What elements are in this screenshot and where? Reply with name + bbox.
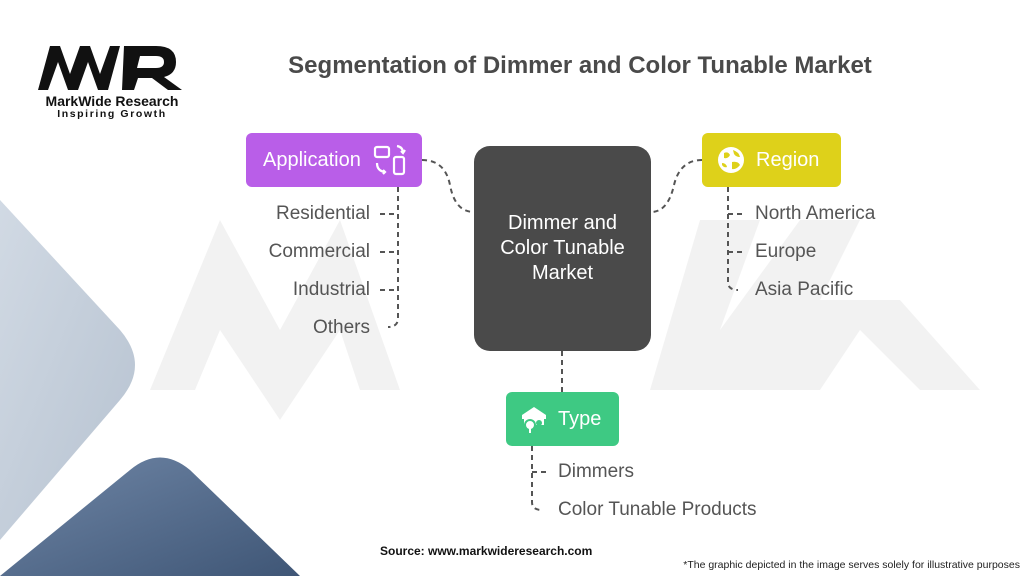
region-item-1: North America [755, 203, 876, 224]
segment-type-label: Type [558, 407, 602, 430]
markwide-logo [38, 46, 182, 90]
application-item-2: Commercial [268, 241, 370, 262]
connector-application-items [387, 187, 399, 328]
bg-shape-light [0, 200, 135, 540]
connector-region-items [727, 187, 739, 291]
segment-application-label: Application [263, 148, 361, 171]
bg-shape-dark [0, 457, 300, 576]
segment-region: Region [702, 133, 841, 187]
type-item-1: Dimmers [558, 461, 634, 482]
house-tree-icon [518, 403, 550, 435]
center-node: Dimmer and Color Tunable Market [474, 146, 651, 351]
page-title: Segmentation of Dimmer and Color Tunable… [288, 52, 872, 79]
application-item-1: Residential [276, 203, 370, 224]
globe-icon [716, 145, 746, 175]
segment-region-label: Region [756, 148, 820, 171]
application-item-4: Others [312, 317, 370, 338]
disclaimer-text: *The graphic depicted in the image serve… [683, 559, 1020, 571]
segment-application: Application [246, 133, 422, 187]
source-text: Source: www.markwideresearch.com [380, 544, 593, 558]
center-label: Dimmer and Color Tunable Market [500, 212, 625, 284]
type-item-2: Color Tunable Products [558, 499, 757, 520]
region-item-2: Europe [755, 241, 817, 262]
connector-region [650, 159, 703, 213]
connector-application [421, 159, 475, 213]
brand-tagline: Inspiring Growth [57, 108, 167, 120]
watermark [150, 220, 980, 420]
segment-type: Type [506, 392, 619, 446]
application-item-3: Industrial [292, 279, 370, 300]
brand-name: MarkWide Research [45, 93, 179, 109]
connector-type-items [531, 446, 543, 511]
devices-icon [373, 143, 407, 177]
region-item-3: Asia Pacific [755, 279, 854, 300]
